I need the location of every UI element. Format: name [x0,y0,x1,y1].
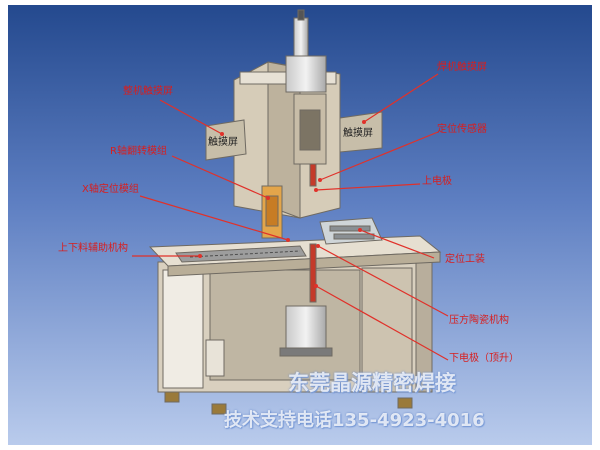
table-front [167,251,441,277]
label-upper-electrode: 上电极 [422,176,452,187]
upper-electrode-rod [309,163,317,187]
label-r-axis-flip: R轴翻转模组 [110,146,167,157]
leader-position-sensor [319,131,439,181]
leader-arrowheads [198,120,366,288]
cabinet-left-door [162,269,204,389]
label-positioning-fixture: 定位工装 [445,254,485,265]
fixture-bar [329,225,371,232]
weld-head-front [299,109,321,151]
leader-r-axis [171,155,269,199]
left-touchscreen: 触摸屏 [205,119,247,161]
foot [397,397,413,409]
foot [211,403,227,415]
right-touchscreen: 触摸屏 [339,111,383,153]
lift-cylinder [285,305,327,351]
label-lower-electrode: 下电极（顶升） [449,353,519,364]
electric-box [205,339,225,377]
label-loading-unloading: 上下料辅助机构 [58,243,128,254]
welding-machine: 触摸屏 触摸屏 [148,9,442,415]
leader-weld-touchscreen [363,73,439,123]
left-screen-text: 触摸屏 [208,135,238,148]
leader-lines [132,73,449,361]
leader-upper-electrode [315,183,421,191]
foot [164,391,180,403]
leader-fixture [359,229,435,259]
watermark-phone: 技术支持电话135-4923-4016 [224,410,485,431]
leader-x-axis [139,195,289,241]
watermark-company: 东莞晶源精密焊接 [288,371,456,395]
leader-machine-touchscreen [159,99,223,135]
cylinder-rod [293,17,309,59]
r-axis-inner [265,195,279,227]
lift-base [279,347,333,357]
lower-electrode-rod [309,243,317,303]
cylinder [285,55,327,93]
fixture-bar [333,233,375,240]
right-screen-text: 触摸屏 [343,126,373,139]
label-position-sensor: 定位传感器 [437,124,487,135]
leader-ceramic-press [317,245,449,317]
leader-lower-electrode [315,285,449,361]
right-leg-panel [361,267,413,393]
label-weld-touchscreen: 焊机触摸屏 [437,62,487,73]
cylinder-head [297,9,305,21]
label-x-axis-positioning: X轴定位模组 [82,184,139,195]
label-ceramic-press: 压方陶瓷机构 [449,315,509,326]
label-machine-touchscreen: 整机触摸屏 [123,86,173,97]
cabinet-inner [209,269,361,381]
